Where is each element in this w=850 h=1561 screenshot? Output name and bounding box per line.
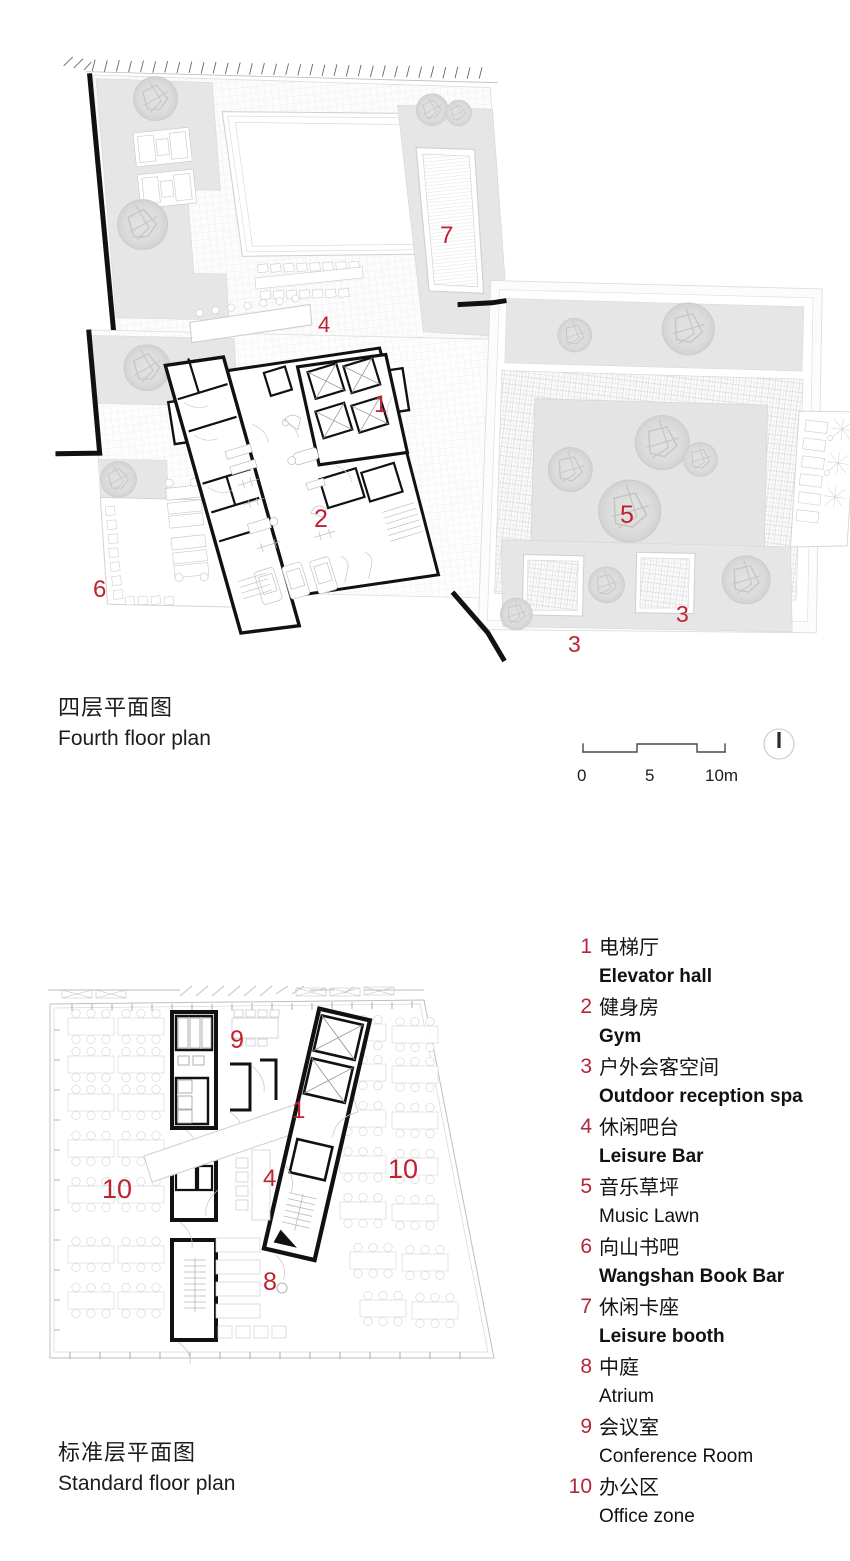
fourth-floor-title-block: 四层平面图 Fourth floor plan: [58, 695, 211, 753]
legend-label-en: Gym: [599, 1026, 642, 1047]
legend-item-7: 7 休闲卡座 Leisure booth: [560, 1292, 850, 1351]
std-plan-number-1: 1: [292, 1097, 305, 1124]
standard-floor-plan-svg: 9 1 10 4 10 8: [48, 985, 495, 1365]
legend-label-cn: 户外会客空间: [599, 1055, 719, 1079]
legend-text: 休闲吧台 Leisure Bar: [599, 1112, 850, 1171]
legend-item-9: 9 会议室 Conference Room: [560, 1412, 850, 1471]
legend-text: 音乐草坪 Music Lawn: [599, 1172, 850, 1231]
legend-number: 6: [580, 1235, 592, 1258]
scale-bar: 0 5 10m: [575, 726, 815, 798]
legend-item-4: 4 休闲吧台 Leisure Bar: [560, 1112, 850, 1171]
legend-number: 3: [580, 1055, 592, 1078]
legend-label-en: Leisure Bar: [599, 1146, 704, 1167]
legend-label-cn: 健身房: [599, 995, 659, 1019]
std-plan-number-10b: 10: [102, 1174, 132, 1204]
legend-text: 健身房 Gym: [599, 992, 850, 1051]
legend-text: 中庭 Atrium: [599, 1352, 850, 1411]
legend-label-en: Leisure booth: [599, 1326, 725, 1347]
legend-number: 5: [580, 1175, 592, 1198]
std-plan-number-10a: 10: [388, 1154, 418, 1184]
legend-label-cn: 电梯厅: [599, 935, 659, 959]
scale-bar-labels: 0 5 10m: [575, 766, 775, 790]
legend-label-cn: 休闲卡座: [599, 1295, 679, 1319]
legend-label-cn: 音乐草坪: [599, 1175, 679, 1199]
legend-number: 10: [568, 1475, 592, 1498]
plan-number-2: 2: [314, 505, 328, 533]
legend-label-en: Office zone: [599, 1506, 695, 1527]
legend-item-1: 1 电梯厅 Elevator hall: [560, 932, 850, 991]
legend-text: 休闲卡座 Leisure booth: [599, 1292, 850, 1351]
plan-number-3a: 3: [568, 631, 581, 657]
legend-label-en: Elevator hall: [599, 966, 712, 987]
legend-number: 7: [580, 1295, 592, 1318]
std-plan-number-9: 9: [230, 1026, 244, 1054]
legend-item-5: 5 音乐草坪 Music Lawn: [560, 1172, 850, 1231]
scale-tick-5: 5: [645, 766, 655, 785]
fourth-floor-plan-drawing: 7 4 1 2 5 3 3 6: [0, 0, 850, 700]
scale-bar-graphic: [582, 728, 795, 760]
legend-item-2: 2 健身房 Gym: [560, 992, 850, 1051]
legend-item-3: 3 户外会客空间 Outdoor reception spa: [560, 1052, 850, 1111]
fourth-floor-title-en: Fourth floor plan: [58, 726, 211, 750]
standard-floor-plan-drawing: 9 1 10 4 10 8: [20, 960, 540, 1390]
legend-number: 8: [580, 1355, 592, 1378]
std-plan-number-4: 4: [263, 1165, 276, 1192]
legend-number: 2: [580, 995, 592, 1018]
std-plan-number-8: 8: [263, 1268, 277, 1296]
legend-label-cn: 会议室: [599, 1415, 659, 1439]
plan-number-7: 7: [440, 222, 453, 249]
legend-number: 1: [580, 935, 592, 958]
legend-item-6: 6 向山书吧 Wangshan Book Bar: [560, 1232, 850, 1291]
plan-number-1: 1: [374, 391, 387, 418]
plan-number-5: 5: [620, 501, 634, 529]
legend-item-8: 8 中庭 Atrium: [560, 1352, 850, 1411]
legend-number: 4: [580, 1115, 592, 1138]
legend-text: 向山书吧 Wangshan Book Bar: [599, 1232, 850, 1291]
legend-label-en: Music Lawn: [599, 1206, 700, 1227]
plan-number-4: 4: [318, 312, 330, 337]
room-legend: 1 电梯厅 Elevator hall 2 健身房 Gym 3 户外会客空间 Outdoor r…: [560, 932, 850, 1532]
legend-label-cn: 中庭: [599, 1355, 639, 1379]
north-arrow-icon: [763, 728, 795, 760]
legend-label-cn: 向山书吧: [599, 1235, 679, 1259]
standard-floor-title-cn: 标准层平面图: [58, 1441, 197, 1466]
standard-floor-title-en: Standard floor plan: [58, 1471, 236, 1495]
fourth-floor-plan-svg: 7 4 1 2 5 3 3 6: [55, 56, 850, 663]
legend-item-10: 10 办公区 Office zone: [560, 1472, 850, 1531]
plan-number-3b: 3: [676, 601, 689, 627]
plan-number-6: 6: [93, 576, 106, 603]
legend-text: 电梯厅 Elevator hall: [599, 932, 850, 991]
legend-label-en: Atrium: [599, 1386, 654, 1407]
scale-tick-10: 10m: [705, 766, 739, 785]
standard-floor-title-block: 标准层平面图 Standard floor plan: [58, 1440, 235, 1498]
fourth-floor-title-cn: 四层平面图: [58, 696, 174, 721]
legend-label-en: Conference Room: [599, 1446, 754, 1467]
legend-label-cn: 办公区: [599, 1475, 659, 1499]
legend-text: 办公区 Office zone: [599, 1472, 850, 1531]
legend-text: 户外会客空间 Outdoor reception spa: [599, 1052, 850, 1111]
legend-number: 9: [580, 1415, 592, 1438]
legend-label-cn: 休闲吧台: [599, 1115, 679, 1139]
legend-text: 会议室 Conference Room: [599, 1412, 850, 1471]
legend-label-en: Wangshan Book Bar: [599, 1266, 785, 1287]
legend-label-en: Outdoor reception spa: [599, 1086, 803, 1107]
scale-tick-0: 0: [577, 766, 587, 785]
